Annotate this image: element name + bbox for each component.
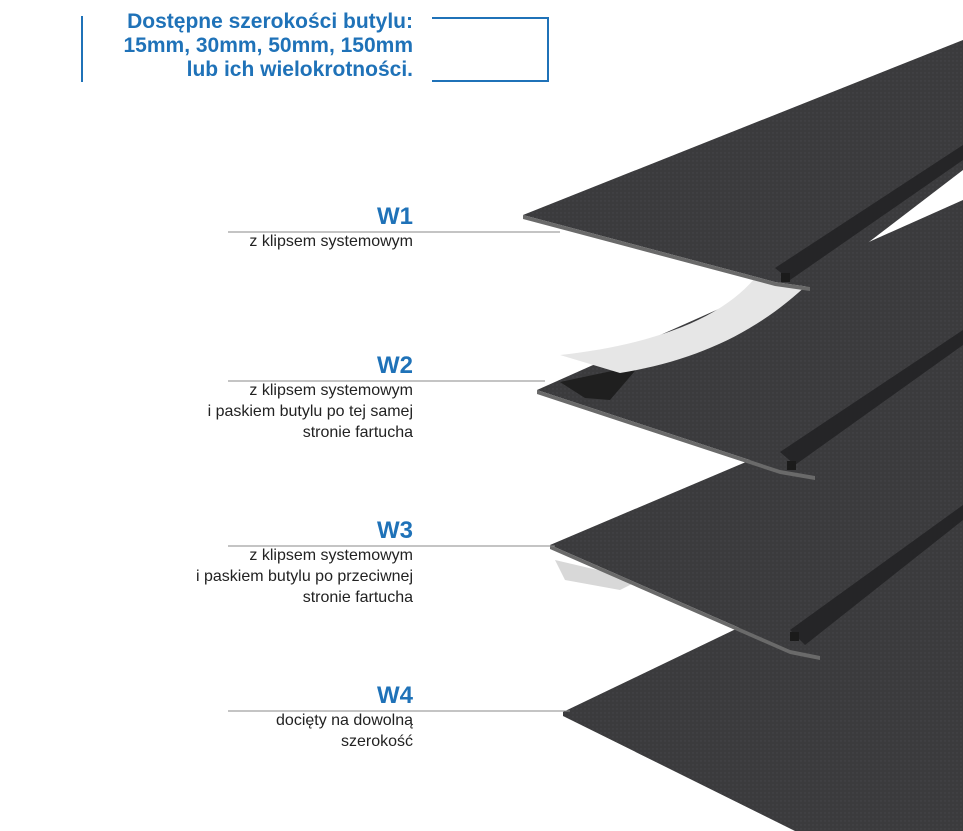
- sheet-w1: [523, 40, 963, 291]
- variant-desc: z klipsem systemowym: [249, 233, 413, 250]
- variant-desc: i paskiem butylu po tej samej: [207, 403, 413, 420]
- header-bracket: [432, 17, 549, 82]
- header-left-bar: [81, 16, 83, 82]
- variant-desc: z klipsem systemowym: [249, 382, 413, 399]
- variant-desc: i paskiem butylu po przeciwnej: [196, 568, 413, 585]
- variant-w2: W2 z klipsem systemowym i paskiem butylu…: [208, 352, 413, 443]
- variant-w4: W4 docięty na dowolną szerokość: [276, 682, 413, 752]
- note-line: lub ich wielokrotności.: [186, 58, 413, 81]
- variant-desc: docięty na dowolną: [276, 712, 413, 729]
- variant-desc: szerokość: [340, 733, 413, 750]
- sheet-w2: [537, 200, 963, 480]
- variant-code: W4: [377, 682, 413, 709]
- variant-w1: W1 z klipsem systemowym: [249, 203, 413, 252]
- variant-code: W1: [377, 203, 413, 230]
- variant-desc: stronie fartucha: [302, 589, 413, 606]
- note-line: Dostępne szerokości butylu:: [127, 10, 413, 33]
- butyl-widths-note: Dostępne szerokości butylu: 15mm, 30mm, …: [124, 10, 414, 82]
- variant-code: W3: [377, 517, 413, 544]
- variant-desc: z klipsem systemowym: [249, 547, 413, 564]
- variant-w3: W3 z klipsem systemowym i paskiem butylu…: [196, 517, 413, 608]
- note-line: 15mm, 30mm, 50mm, 150mm: [123, 34, 414, 57]
- butyl-tape: [560, 278, 810, 373]
- variant-code: W2: [377, 352, 413, 379]
- variant-desc: stronie fartucha: [302, 424, 413, 441]
